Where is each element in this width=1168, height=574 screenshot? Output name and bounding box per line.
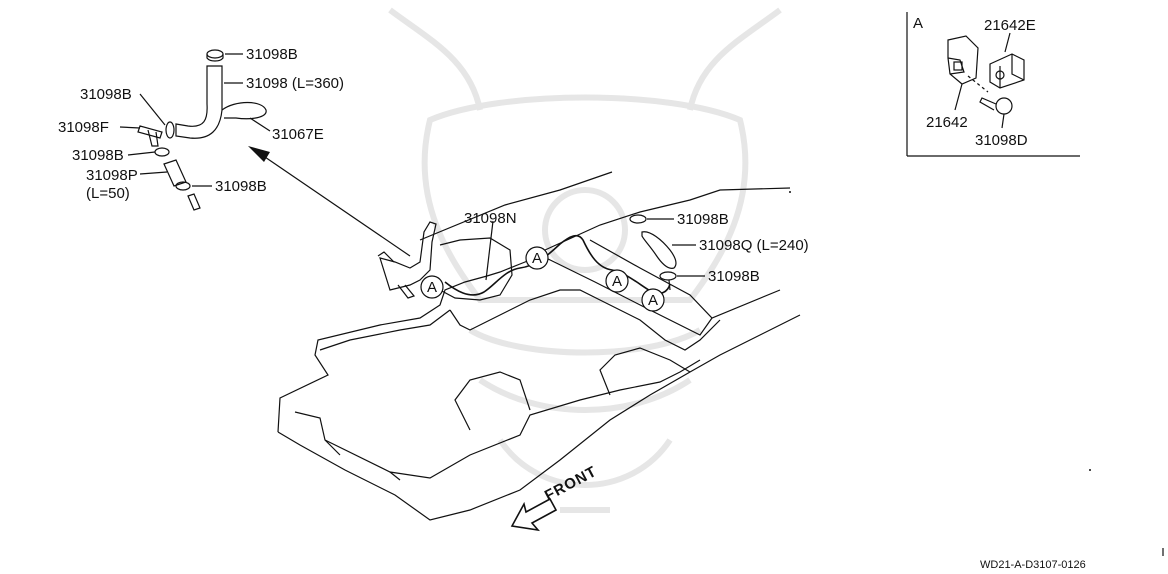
drawing-code: WD21-A-D3107-0126 [980, 559, 1086, 571]
exploded-view-left [137, 49, 267, 211]
detail-a-box: A 21642E 21642 31098D [906, 12, 1080, 157]
svg-text:A: A [532, 250, 542, 267]
front-direction-indicator: FRONT [510, 463, 600, 532]
watermark-emblem [388, 7, 782, 513]
label-31098b-low: 31098B [215, 178, 267, 195]
leader-arrow [248, 146, 411, 257]
label-31098d: 31098D [975, 132, 1028, 149]
clip-marker-3: A [605, 269, 629, 293]
label-21642e: 21642E [984, 17, 1036, 34]
part-labels: 31098B 31098 (L=360) 31098B 31098F 31067… [58, 46, 809, 285]
label-21642: 21642 [926, 114, 968, 131]
svg-text:A: A [612, 273, 622, 290]
clip-marker-4: A [641, 288, 665, 312]
svg-text:A: A [648, 292, 658, 309]
label-31098n: 31098N [464, 210, 517, 227]
leader-lines-right [485, 218, 705, 281]
clip-marker-2: A [525, 246, 549, 270]
svg-text:A: A [427, 279, 437, 296]
label-31098q: 31098Q (L=240) [699, 237, 809, 254]
label-31067e: 31067E [272, 126, 324, 143]
label-31098f: 31098F [58, 119, 109, 136]
detail-a-title: A [913, 15, 923, 32]
valve-hose-main [377, 221, 437, 299]
front-arrow-icon [510, 497, 558, 532]
label-31098b-top: 31098B [246, 46, 298, 63]
label-31098b-mid: 31098B [72, 147, 124, 164]
label-31098b-right-low: 31098B [708, 268, 760, 285]
label-31098p-length: (L=50) [86, 185, 130, 202]
exploded-view-right [629, 214, 677, 291]
label-31098b-right-top: 31098B [677, 211, 729, 228]
label-31098-hose: 31098 (L=360) [246, 75, 344, 92]
leader-lines-left [119, 53, 271, 187]
clip-markers: A A A A [420, 246, 665, 312]
clip-marker-1: A [420, 275, 444, 299]
label-31098b-left: 31098B [80, 86, 132, 103]
label-31098p: 31098P [86, 167, 138, 184]
